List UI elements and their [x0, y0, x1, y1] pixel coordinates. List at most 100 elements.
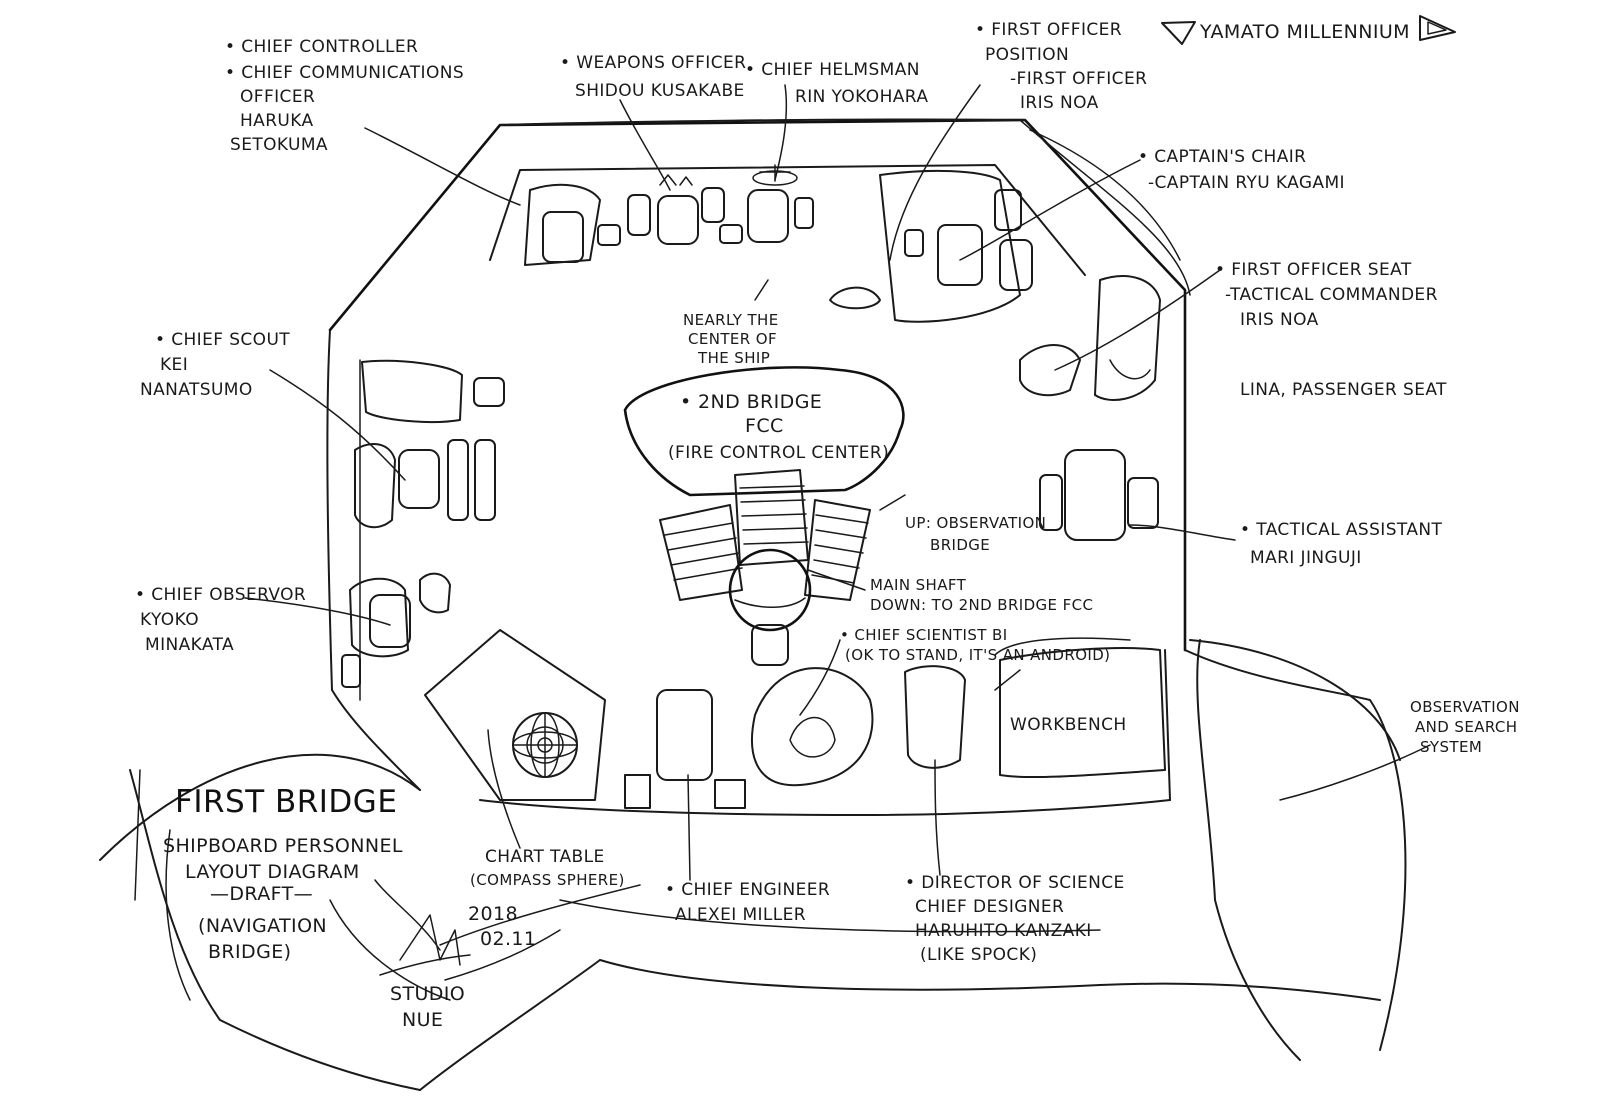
label-up-obs-2: BRIDGE	[930, 536, 990, 554]
label-weapons-1: • WEAPONS OFFICER	[560, 53, 746, 73]
left-ladder	[659, 504, 743, 601]
label-engineer-2: ALEXEI MILLER	[675, 905, 806, 925]
label-fo-position-2: POSITION	[985, 45, 1069, 65]
label-obs-search-1: OBSERVATION	[1410, 698, 1520, 716]
label-captain-1: • CAPTAIN'S CHAIR	[1138, 147, 1306, 167]
label-scientist-1: • CHIEF SCIENTIST BI	[840, 626, 1008, 644]
label-workbench: WORKBENCH	[1010, 715, 1127, 735]
captain-chair	[937, 224, 983, 286]
compass-sphere-icon	[512, 712, 578, 778]
scientist-platform	[751, 667, 874, 787]
label-observor-2: KYOKO	[140, 610, 199, 630]
label-director-1: • DIRECTOR OF SCIENCE	[905, 873, 1125, 893]
label-shaft-2: DOWN: TO 2ND BRIDGE FCC	[870, 596, 1093, 614]
title-block: FIRST BRIDGE SHIPBOARD PERSONNEL LAYOUT …	[163, 784, 403, 963]
diagram-note-2: BRIDGE)	[208, 941, 291, 963]
label-comms-4: SETOKUMA	[230, 135, 328, 155]
engineer-seat	[656, 689, 713, 781]
observor-seat	[369, 594, 411, 648]
studio-signature: 2018 02.11 STUDIO NUE	[379, 903, 536, 1031]
comms-console	[524, 183, 601, 266]
tactical-seat	[1064, 449, 1126, 541]
main-shaft	[728, 548, 812, 632]
right-ladder	[804, 499, 871, 601]
label-fo-seat-2: -TACTICAL COMMANDER	[1225, 285, 1438, 305]
bridge-outline	[99, 118, 1407, 1091]
label-fo-position-3: -FIRST OFFICER	[1010, 69, 1147, 89]
top-consoles	[524, 164, 814, 266]
label-passenger: LINA, PASSENGER SEAT	[1240, 380, 1447, 400]
right-stations	[904, 449, 1166, 779]
label-scout-1: • CHIEF SCOUT	[155, 330, 290, 350]
labels: • CHIEF CONTROLLER • CHIEF COMMUNICATION…	[135, 20, 1520, 965]
label-director-3: HARUHITO KANZAKI	[915, 921, 1092, 941]
diagram-note-1: (NAVIGATION	[198, 915, 327, 937]
captain-console	[829, 286, 881, 310]
label-captain-2: -CAPTAIN RYU KAGAMI	[1148, 173, 1345, 193]
captain-area	[829, 169, 1161, 401]
leader-lines	[244, 84, 1431, 981]
label-comms-1: • CHIEF COMMUNICATIONS	[225, 63, 464, 83]
passenger-seat	[1094, 275, 1161, 401]
label-chief-controller: • CHIEF CONTROLLER	[225, 37, 418, 57]
label-director-2: CHIEF DESIGNER	[915, 897, 1064, 917]
label-center-3: THE SHIP	[697, 349, 770, 367]
label-tactical-1: • TACTICAL ASSISTANT	[1240, 520, 1442, 540]
label-fo-seat-1: • FIRST OFFICER SEAT	[1215, 260, 1412, 280]
bottom-consoles	[424, 629, 874, 809]
scout-console	[361, 359, 463, 423]
label-fcc-3: (FIRE CONTROL CENTER)	[668, 443, 889, 463]
label-comms-2: OFFICER	[240, 87, 315, 107]
observor-console	[349, 577, 409, 658]
label-fo-seat-3: IRIS NOA	[1240, 310, 1319, 330]
helm-seat	[747, 189, 789, 243]
label-obs-search-3: SYSTEM	[1420, 738, 1482, 756]
label-scout-2: KEI	[160, 355, 188, 375]
label-obs-search-2: AND SEARCH	[1415, 718, 1518, 736]
label-helmsman-2: RIN YOKOHARA	[795, 87, 928, 107]
comms-seat	[542, 211, 584, 263]
second-bridge-fcc	[623, 279, 905, 666]
left-consoles	[341, 359, 505, 688]
label-observor-1: • CHIEF OBSERVOR	[135, 585, 306, 605]
label-fcc-1: • 2ND BRIDGE	[680, 391, 822, 413]
yamato-emblem-left-icon	[1161, 21, 1196, 45]
label-chart-1: CHART TABLE	[485, 847, 605, 867]
label-scientist-2: (OK TO STAND, IT'S AN ANDROID)	[845, 646, 1110, 664]
signature-studio-2: NUE	[402, 1009, 443, 1031]
label-scout-3: NANATSUMO	[140, 380, 253, 400]
scout-seat	[398, 449, 440, 509]
yamato-emblem-right-icon	[1419, 15, 1456, 41]
signature-date-2: 02.11	[480, 928, 536, 950]
diagram-title: FIRST BRIDGE	[175, 784, 397, 820]
weapons-seat	[657, 195, 699, 245]
label-up-obs-1: UP: OBSERVATION	[905, 514, 1046, 532]
diagram-subtitle-2: LAYOUT DIAGRAM	[185, 861, 360, 883]
label-center-2: CENTER OF	[688, 330, 777, 348]
signature-date-1: 2018	[468, 903, 518, 925]
label-fo-position-1: • FIRST OFFICER	[975, 20, 1122, 40]
label-director-4: (LIKE SPOCK)	[920, 945, 1037, 965]
logo-text: YAMATO MILLENNIUM	[1199, 21, 1410, 43]
label-tactical-2: MARI JINGUJI	[1250, 548, 1362, 568]
workbench	[999, 647, 1166, 779]
diagram-subtitle-1: SHIPBOARD PERSONNEL	[163, 835, 403, 857]
chart-table	[424, 629, 606, 801]
label-shaft-1: MAIN SHAFT	[870, 576, 967, 594]
yamato-logo: YAMATO MILLENNIUM	[1161, 15, 1456, 45]
label-comms-3: HARUKA	[240, 111, 314, 131]
director-seat	[904, 665, 966, 769]
label-center-1: NEARLY THE	[683, 311, 779, 329]
first-officer-seat	[1019, 344, 1081, 397]
label-fo-position-4: IRIS NOA	[1020, 93, 1099, 113]
label-chart-2: (COMPASS SPHERE)	[470, 871, 625, 889]
signature-studio-1: STUDIO	[390, 983, 465, 1005]
label-observor-3: MINAKATA	[145, 635, 234, 655]
label-fcc-2: FCC	[745, 415, 784, 437]
label-weapons-2: SHIDOU KUSAKABE	[575, 81, 745, 101]
label-helmsman-1: • CHIEF HELMSMAN	[745, 60, 920, 80]
label-engineer-1: • CHIEF ENGINEER	[665, 880, 830, 900]
diagram-draft: —DRAFT—	[210, 883, 313, 905]
